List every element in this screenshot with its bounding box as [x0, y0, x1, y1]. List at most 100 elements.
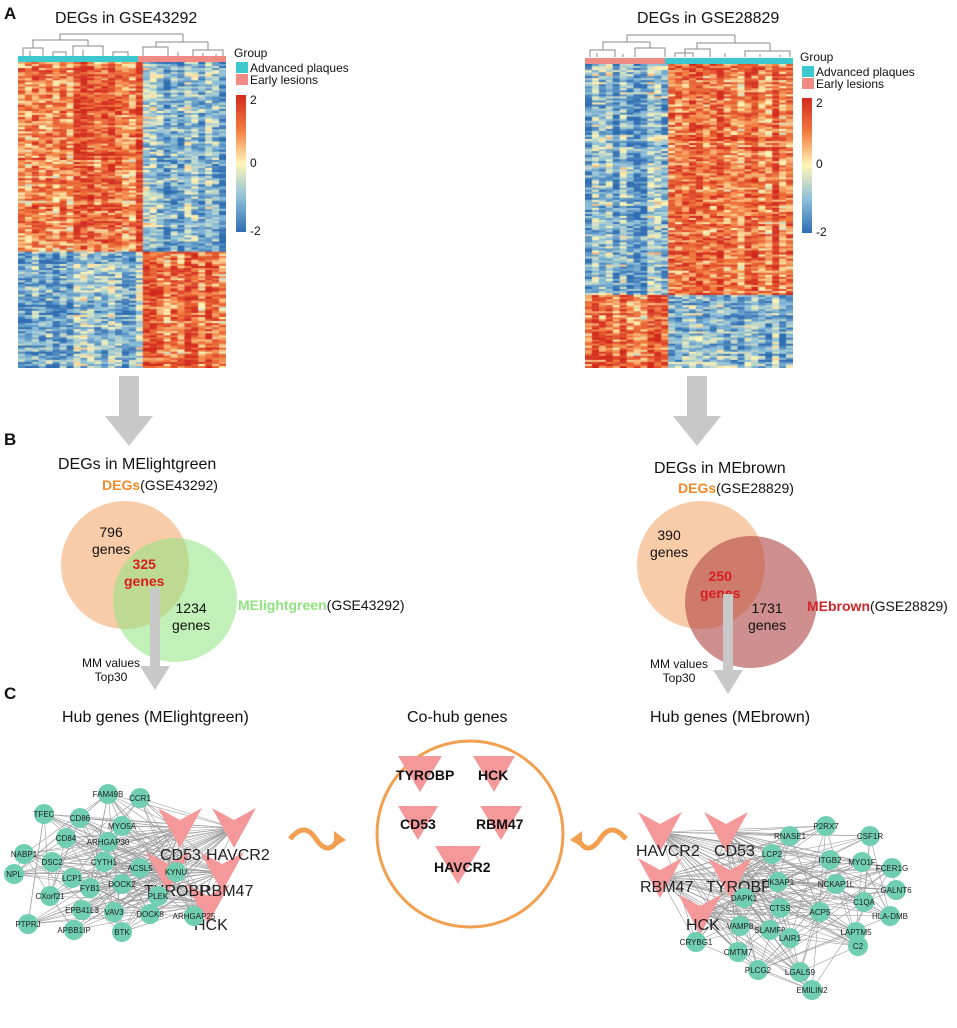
netR-node-fcer1g — [882, 858, 902, 878]
netR-node-acp5 — [810, 902, 830, 922]
netR-node-myo1f — [852, 852, 872, 872]
netL-edge — [79, 817, 123, 885]
venn-left-set2-caption: MElightgreen(GSE43292) — [238, 597, 405, 613]
netL-hub-cd53 — [158, 808, 202, 848]
heatmap-right-advanced-bar — [665, 58, 793, 64]
cohub-shape-cd53 — [398, 806, 438, 840]
netL-edge — [107, 793, 209, 905]
venn-right-overlap-count: 250 — [708, 568, 732, 584]
netR-edge — [743, 897, 857, 933]
netL-node-label-cxorf21: CXorf21 — [35, 892, 65, 901]
venn-left-mm-line2: Top30 — [94, 670, 128, 684]
netR-edge — [659, 831, 741, 927]
venn-right-set1-suffix: (GSE28829) — [716, 480, 794, 496]
panel-label-b: B — [4, 430, 17, 449]
netR-node-dapk1 — [734, 888, 754, 908]
netL-node-dock2 — [112, 874, 132, 894]
netR-edge — [659, 877, 741, 927]
netL-edge — [23, 827, 235, 855]
cohub-shape-rbm47 — [480, 806, 522, 840]
venn-left-set1-suffix: (GSE43292) — [140, 477, 218, 493]
legend-right-max: 2 — [816, 96, 823, 110]
netL-edge — [79, 817, 223, 873]
netL-edge — [65, 837, 169, 873]
venn-right-set1-name: DEGs — [678, 480, 717, 496]
netL-node-label-ccr1: CCR1 — [129, 794, 151, 803]
venn-right-set2-circle — [685, 536, 817, 668]
netL-node-label-btk: BTK — [114, 928, 130, 937]
arrow-right-heatmap-to-venn — [673, 376, 721, 446]
netR-edge — [725, 831, 791, 939]
netL-node-cyth1 — [94, 852, 114, 872]
venn-right-mm-line1: MM values — [650, 657, 709, 671]
netR-edge — [659, 831, 739, 953]
netL-edge — [139, 797, 209, 905]
netL-node-label-acsl5: ACSL5 — [127, 864, 153, 873]
netR-edge — [861, 861, 891, 917]
netL-edge — [79, 817, 235, 829]
netR-node-label-myo1f: MYO1F — [848, 858, 876, 867]
legend-right-early-label: Early lesions — [816, 77, 885, 91]
netR-edge — [659, 831, 837, 885]
netL-edge — [107, 827, 181, 843]
venn-left-overlap-unit: genes — [124, 573, 165, 589]
netR-edge — [725, 831, 897, 891]
netR-edge — [799, 911, 821, 973]
legend-right-min: -2 — [816, 225, 827, 239]
netL-node-label-dock2: DOCK2 — [108, 880, 136, 889]
netL-node-label-dock8: DOCK8 — [136, 910, 164, 919]
netR-node-label-galnt6: GALNT6 — [880, 886, 912, 895]
cohub-shape-tyrobp — [398, 756, 442, 792]
netR-node-rnase1 — [780, 826, 800, 846]
netL-node-arhgap25 — [184, 906, 204, 926]
arrow-left-heatmap-to-venn — [105, 376, 153, 446]
netL-node-label-cyth1: CYTH1 — [91, 858, 118, 867]
netR-node-label-lair1: LAIR1 — [779, 934, 802, 943]
netL-node-dock8 — [140, 904, 160, 924]
netL-node-label-tfec: TFEC — [34, 810, 55, 819]
netR-node-label-vamp8: VAMP8 — [727, 922, 754, 931]
netL-node-btk — [112, 922, 132, 942]
netR-edge — [725, 831, 791, 837]
netL-node-label-myo5a: MYO5A — [108, 822, 137, 831]
netR-node-label-dapk1: DAPK1 — [731, 894, 758, 903]
netL-hub-havcr2 — [212, 808, 256, 848]
netR-edge — [659, 831, 697, 943]
legend-left-max: 2 — [250, 93, 257, 107]
netR-hub-label-cd53: CD53 — [714, 843, 755, 860]
netR-node-label-emilin2: EMILIN2 — [796, 986, 828, 995]
netL-node-kynu — [166, 862, 186, 882]
netR-hub-havcr2 — [638, 812, 682, 852]
netL-edge — [107, 793, 235, 829]
netL-edge — [175, 827, 235, 873]
venn-left-mm-line1: MM values — [82, 656, 141, 670]
netR-node-label-pik3ap1: PIK3AP1 — [762, 878, 795, 887]
netL-edge — [51, 797, 141, 863]
netL-edge — [65, 837, 223, 873]
netL-node-arhgap30 — [98, 832, 118, 852]
heatmap-right-legend-title: Group — [800, 50, 834, 64]
netR-edge — [699, 913, 759, 971]
netL-node-lcp1 — [62, 868, 82, 888]
netR-node-label-plcg2: PLCG2 — [745, 966, 772, 975]
netR-node-label-p2rx7: P2RX7 — [813, 822, 839, 831]
netR-node-vamp8 — [730, 916, 750, 936]
netR-node-label-acp5: ACP5 — [810, 908, 831, 917]
heatmap-left-title: DEGs in GSE43292 — [55, 10, 198, 27]
netL-edge — [113, 871, 169, 913]
netL-node-acsl5 — [130, 858, 150, 878]
netR-node-c2 — [848, 936, 868, 956]
netR-edge — [739, 835, 791, 927]
netL-hub-rbm47 — [200, 852, 244, 892]
legend-right-mid: 0 — [816, 157, 823, 171]
arrow-left-venn-to-hub — [140, 588, 170, 690]
heatmap-left-matrix — [18, 62, 226, 368]
venn-right-set2-suffix: (GSE28829) — [870, 598, 948, 614]
netR-node-label-rnase1: RNASE1 — [774, 832, 807, 841]
netR-edge — [659, 877, 801, 973]
netR-node-crybg1 — [686, 932, 706, 952]
